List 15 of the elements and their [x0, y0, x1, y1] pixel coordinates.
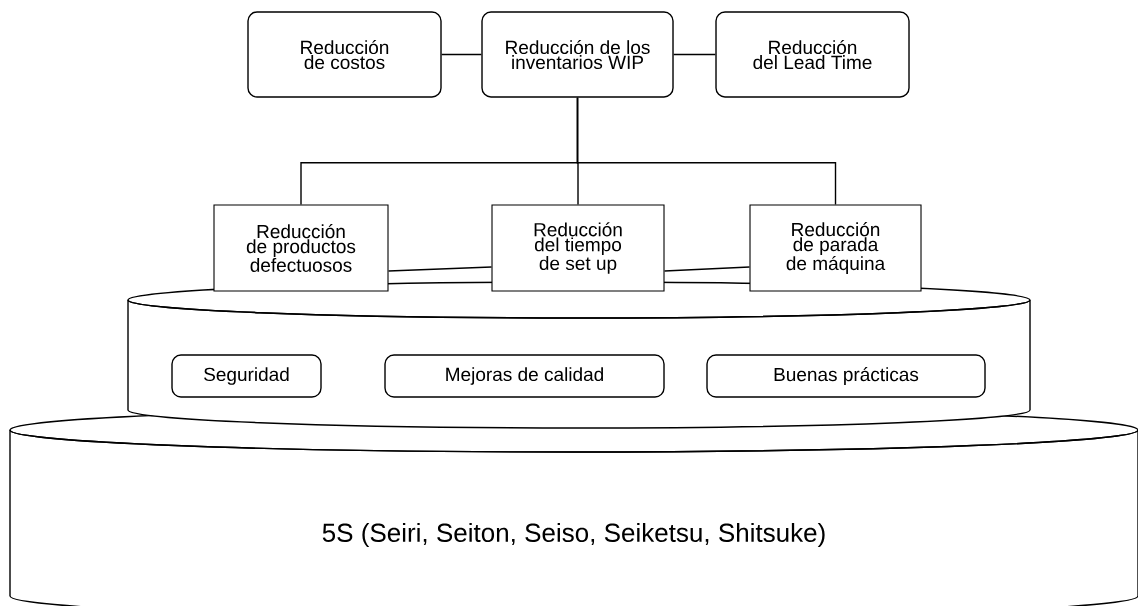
- connector-line: [673, 53, 716, 56]
- connector-line: [663, 266, 751, 272]
- practice-box: Seguridad: [171, 354, 322, 398]
- improvement-box: Reducción de parada de máquina: [749, 204, 922, 292]
- result-box: Reducción del Lead Time: [715, 11, 910, 98]
- connector-line: [576, 97, 837, 206]
- result-box: Reducción de costos: [247, 11, 442, 98]
- connector-line: [387, 266, 493, 272]
- improvement-box: Reducción de productos defectuosos: [213, 204, 389, 292]
- practice-box: Mejoras de calidad: [384, 354, 665, 398]
- connector-line: [441, 53, 482, 56]
- result-box: Reducción de los inventarios WIP: [481, 11, 674, 98]
- improvement-box: Reducción del tiempo de set up: [491, 204, 665, 292]
- practice-box: Buenas prácticas: [706, 354, 986, 398]
- foundation-cylinder: 5S (Seiri, Seiton, Seiso, Seiketsu, Shitsuke): [9, 407, 1138, 606]
